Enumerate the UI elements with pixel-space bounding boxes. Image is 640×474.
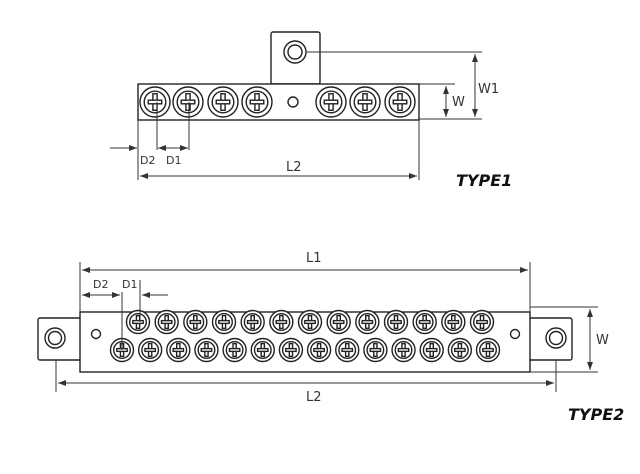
type2-bottom-screw [250, 337, 275, 363]
type2-top-screw [441, 309, 466, 335]
type1-w-label: W [452, 95, 465, 110]
type2-top-screw [469, 309, 495, 335]
type2-right-tab-hole [548, 330, 564, 346]
type2-d1-label: D1 [122, 278, 137, 291]
type1-screw [315, 86, 347, 118]
type2-right-hole [509, 328, 521, 340]
type2-bottom-screw [391, 337, 416, 363]
type2-bottom-screw [335, 337, 360, 363]
type2-drawing: L1 D2 D1 W L2 TYPE2 [37, 251, 624, 424]
type1-screw [349, 86, 381, 118]
type1-drawing: W W1 D2 D1 L2 TYPE1 [110, 31, 512, 190]
type2-left-tab-hole [47, 330, 63, 346]
type2-top-screw [154, 309, 179, 335]
type2-bottom-screw [166, 337, 191, 363]
type2-bottom-screw [137, 337, 163, 363]
type2-bottom-screw [194, 337, 219, 363]
type1-screw [207, 86, 239, 118]
type2-title: TYPE2 [568, 405, 624, 424]
type2-l2-label: L2 [306, 390, 322, 405]
type2-top-screw [183, 309, 208, 335]
type2-w-label: W [596, 333, 609, 348]
type1-screw [139, 86, 171, 118]
type2-bottom-screw [278, 337, 304, 363]
type2-bottom-screw [447, 337, 473, 363]
type2-top-screw [269, 309, 294, 335]
type1-d2-label: D2 [140, 154, 155, 167]
type2-top-screw [125, 309, 151, 335]
type2-top-screw [326, 309, 351, 335]
type2-bottom-screw [222, 337, 247, 363]
type2-top-screw [383, 309, 409, 335]
type2-bottom-screw [475, 337, 501, 363]
type1-center-hole [287, 96, 299, 108]
type2-bottom-screw [419, 337, 444, 363]
type2-d2-label: D2 [93, 278, 108, 291]
type2-bottom-screw [363, 337, 388, 363]
type2-top-screw [297, 309, 323, 335]
type2-top-screw [211, 309, 237, 335]
type1-screw [241, 86, 273, 118]
type1-tab-hole [287, 44, 303, 60]
type1-d1-label: D1 [166, 154, 181, 167]
type1-w1-label: W1 [478, 82, 499, 97]
type2-top-screw [412, 309, 437, 335]
type2-left-hole [90, 328, 102, 340]
type2-top-screw [355, 309, 380, 335]
type1-title: TYPE1 [456, 171, 512, 190]
type2-top-screw [240, 309, 265, 335]
type2-bottom-screw [306, 337, 332, 363]
type1-screw [384, 86, 416, 118]
type1-screw [172, 86, 204, 118]
type1-l2-label: L2 [286, 160, 302, 175]
type2-l1-label: L1 [306, 251, 322, 266]
